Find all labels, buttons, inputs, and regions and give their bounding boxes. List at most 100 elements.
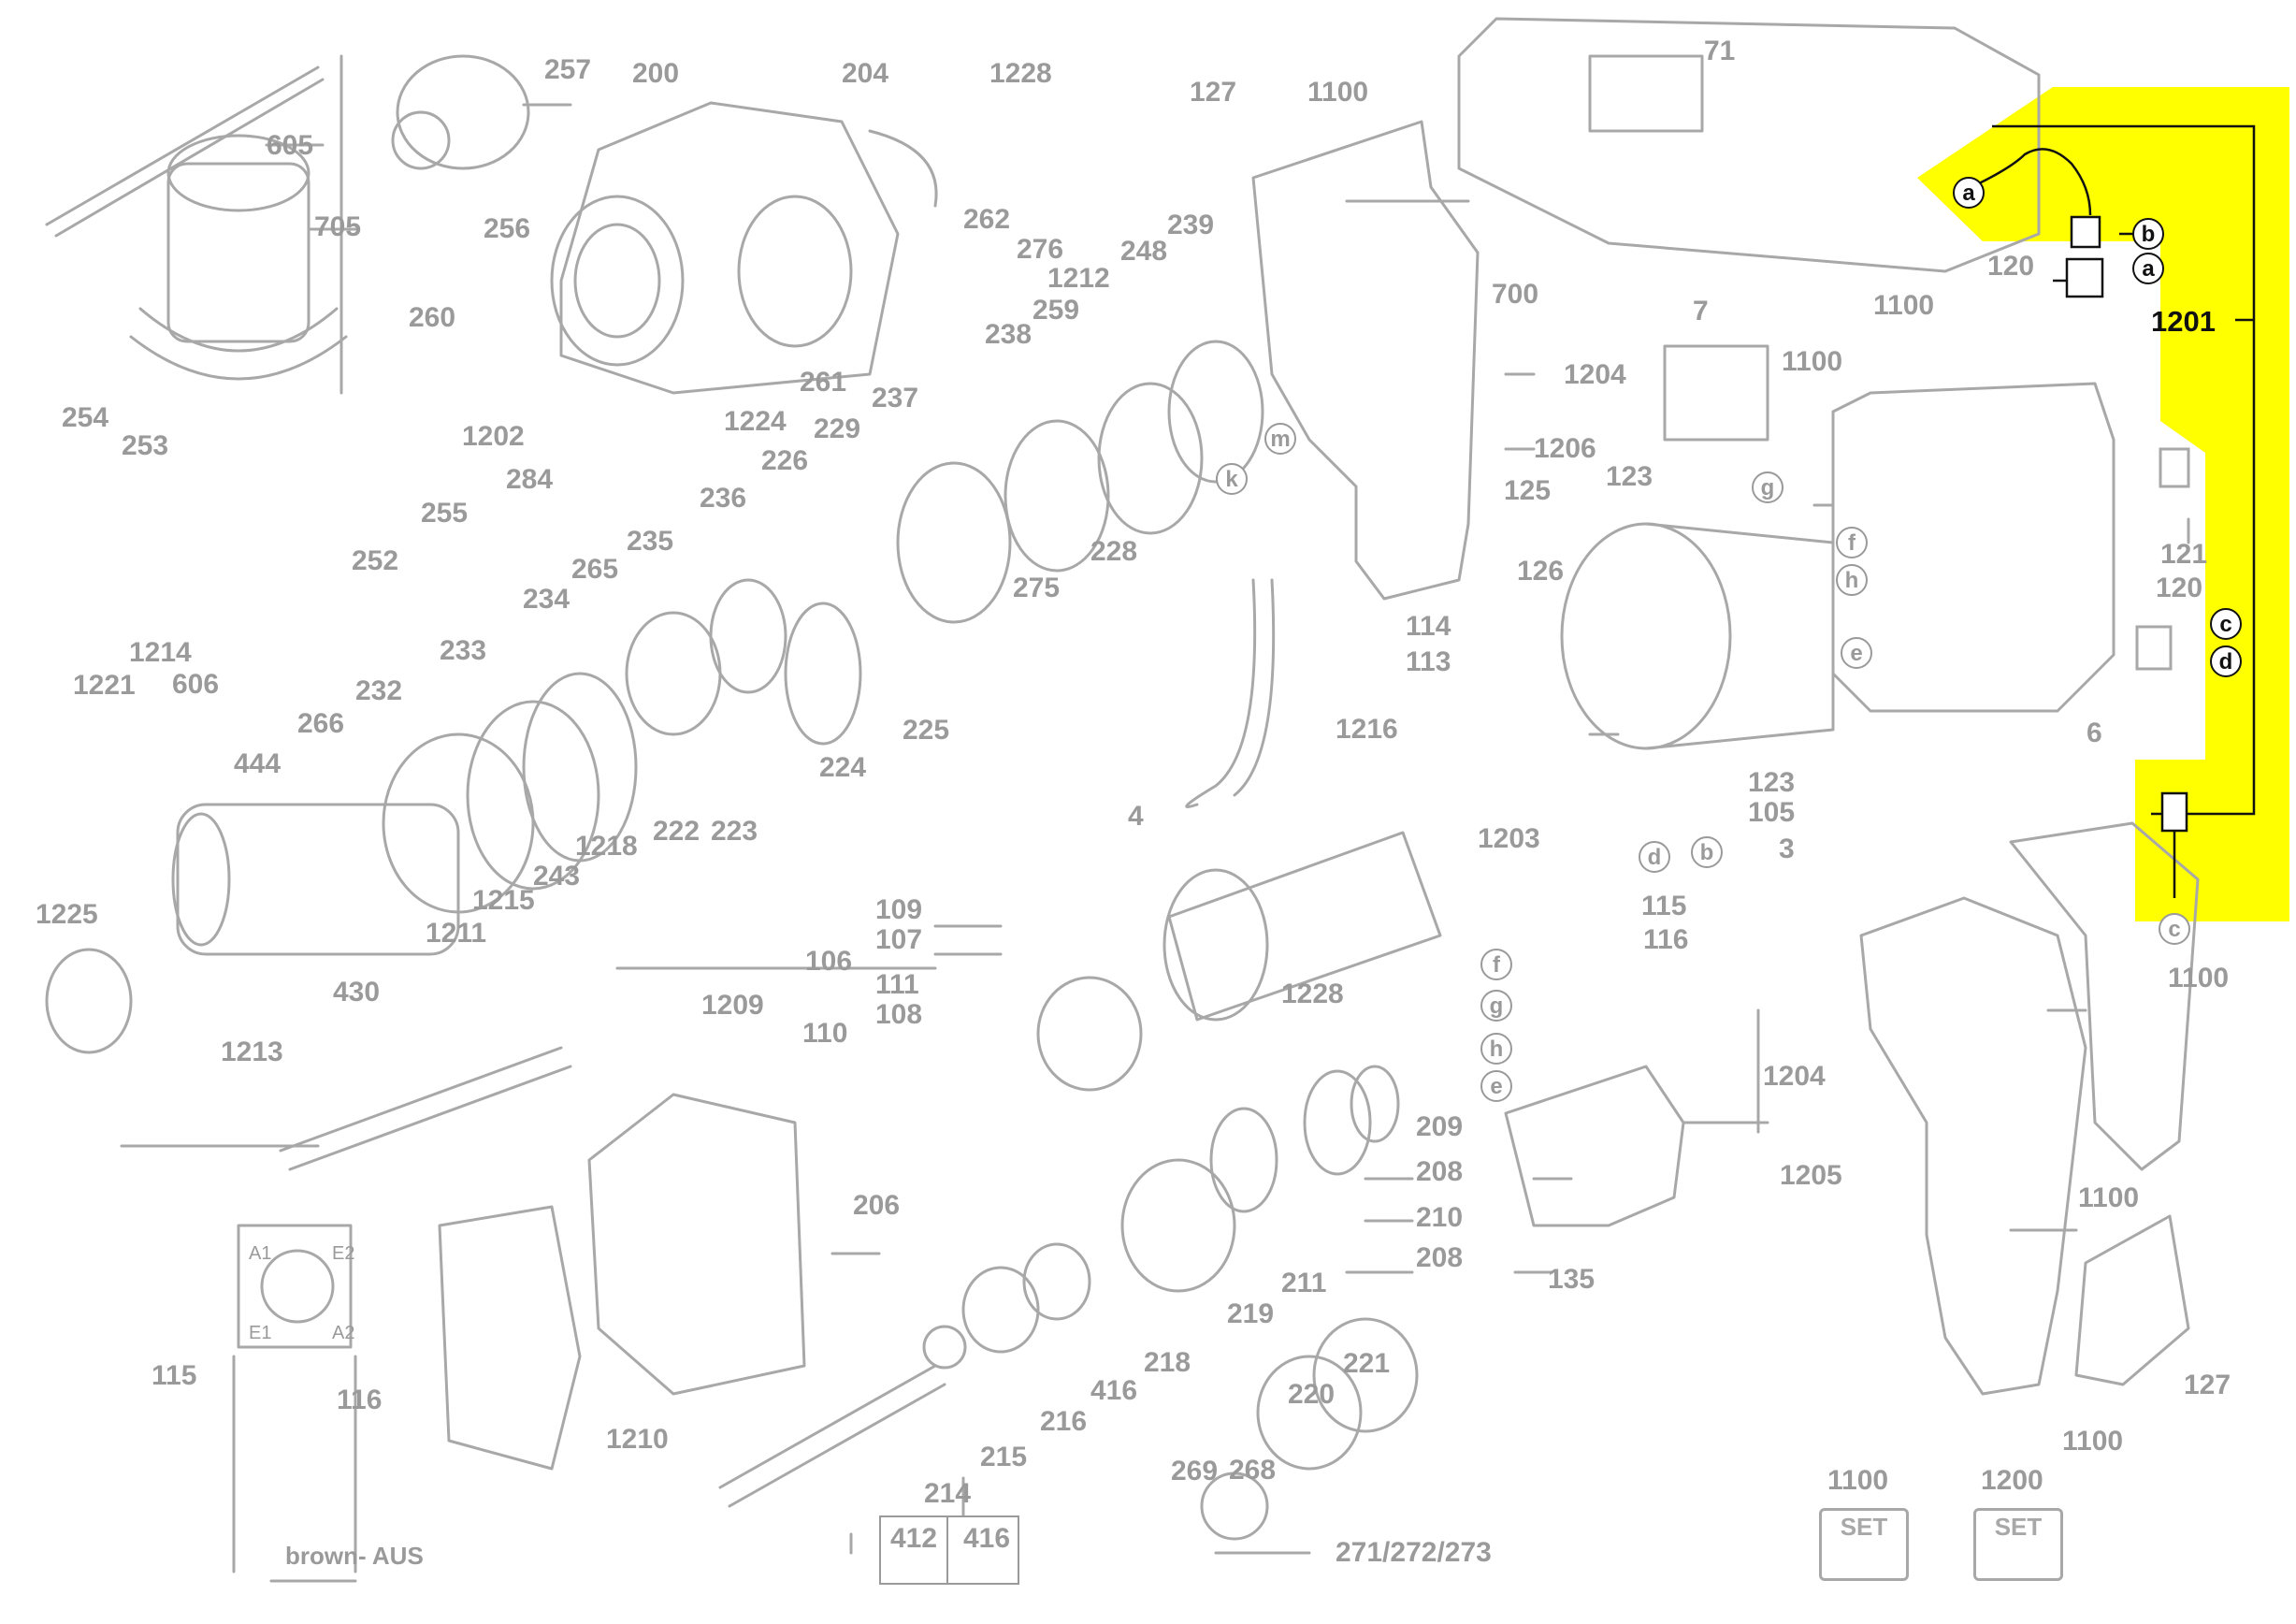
part-label: 1215 (472, 885, 535, 916)
part-label: 606 (172, 669, 220, 700)
part-label: 226 (761, 445, 809, 476)
part-label: 1212 (1047, 263, 1110, 294)
part-label: 257 (544, 54, 592, 85)
part-label: 1224 (724, 406, 787, 437)
callout-d-highlight: d (2210, 645, 2242, 677)
set-badge-1200: SET (1973, 1508, 2063, 1581)
part-label: 237 (872, 383, 919, 413)
part-label: 6 (2087, 718, 2102, 748)
part-label: 236 (700, 483, 747, 514)
part-label: 444 (234, 748, 282, 779)
part-label: 228 (1090, 536, 1138, 567)
part-label: 1100 (2168, 963, 2230, 993)
part-label: brown- AUS (285, 1542, 424, 1570)
table-cell: 416 (963, 1523, 1011, 1554)
part-label: 1214 (129, 637, 192, 668)
part-label: 1218 (575, 831, 638, 862)
part-label: 209 (1416, 1111, 1464, 1142)
part-label: 259 (1032, 295, 1080, 326)
part-label: 1216 (1336, 714, 1398, 745)
part-label: 248 (1120, 236, 1168, 267)
part-label: 232 (355, 675, 403, 706)
part-label: 123 (1606, 461, 1653, 492)
part-label: 430 (333, 977, 381, 1008)
part-label: 110 (802, 1018, 848, 1049)
part-label: 1205 (1780, 1160, 1842, 1191)
part-label: 235 (627, 526, 674, 557)
parts-table: 412 416 (879, 1515, 1019, 1585)
part-label: 123 (1748, 767, 1796, 798)
part-label: 216 (1040, 1406, 1088, 1437)
part-label: 1100 (1307, 77, 1369, 108)
part-label: 221 (1343, 1348, 1391, 1379)
part-label: 200 (632, 58, 680, 89)
part-label: 224 (819, 752, 867, 783)
part-label: 1210 (606, 1424, 669, 1455)
part-label: 284 (506, 464, 554, 495)
part-label: 113 (1406, 646, 1451, 677)
part-label: 1204 (1763, 1061, 1826, 1092)
part-label: 4 (1128, 801, 1144, 832)
callout-g: g (1480, 990, 1512, 1022)
part-label: 106 (805, 946, 853, 977)
part-label: 276 (1017, 234, 1064, 265)
part-label: 1203 (1478, 823, 1540, 854)
part-label: 108 (875, 999, 923, 1030)
part-label: 253 (122, 430, 169, 461)
part-label: 605 (267, 130, 314, 161)
part-label: 261 (800, 367, 847, 398)
part-label: 222 (653, 816, 700, 847)
part-label: 255 (421, 498, 469, 529)
highlighted-part-label: 1201 (2151, 305, 2216, 338)
part-label: 210 (1416, 1202, 1464, 1233)
part-label: 1206 (1534, 433, 1596, 464)
part-label: 1100 (2078, 1182, 2140, 1213)
callout-m: m (1264, 423, 1296, 455)
part-label: 105 (1748, 797, 1796, 828)
wiring-label: E1 (249, 1323, 272, 1343)
part-label: 116 (1643, 924, 1689, 955)
part-label: 135 (1548, 1264, 1596, 1295)
table-cell: 412 (890, 1523, 938, 1554)
part-label: 125 (1504, 475, 1552, 506)
part-label: 260 (409, 302, 456, 333)
callout-c: c (2159, 913, 2190, 945)
part-label: 214 (924, 1478, 972, 1509)
part-label: 1211 (426, 918, 487, 949)
part-label: 1209 (701, 990, 764, 1021)
part-label: 107 (875, 924, 923, 955)
part-label: 229 (814, 413, 861, 444)
callout-b: b (1691, 836, 1723, 868)
callout-d: d (1639, 841, 1670, 873)
part-label: 705 (314, 211, 362, 242)
callout-a-highlight: a (2132, 253, 2164, 284)
part-label: 239 (1167, 210, 1215, 240)
part-label: 1228 (1281, 979, 1344, 1009)
wiring-label: E2 (332, 1243, 355, 1264)
part-label: 234 (523, 584, 570, 615)
part-label: 3 (1779, 834, 1795, 864)
part-label: 115 (152, 1360, 197, 1391)
highlight-1201 (1917, 87, 2289, 921)
part-label: 1204 (1564, 359, 1626, 390)
part-label: 7 (1693, 296, 1709, 326)
part-label: 252 (352, 545, 399, 576)
part-label: 208 (1416, 1242, 1464, 1273)
callout-h: h (1480, 1033, 1512, 1065)
callout-f: f (1836, 527, 1868, 558)
callout-c-highlight: c (2210, 608, 2242, 640)
part-label: 220 (1288, 1379, 1336, 1410)
part-label: 416 (1090, 1375, 1138, 1406)
part-label: 120 (2156, 573, 2203, 603)
part-label: 126 (1517, 556, 1565, 587)
part-label: 208 (1416, 1156, 1464, 1187)
part-label: 1100 (2062, 1426, 2124, 1457)
part-label: 1100 (1827, 1465, 1889, 1496)
part-label: 121 (2160, 539, 2208, 570)
part-label: 71 (1704, 36, 1736, 66)
part-label: 266 (297, 708, 345, 739)
part-label: 233 (440, 635, 487, 666)
part-label: 243 (533, 861, 581, 892)
part-label: 225 (903, 715, 950, 746)
part-label: 265 (571, 554, 619, 585)
